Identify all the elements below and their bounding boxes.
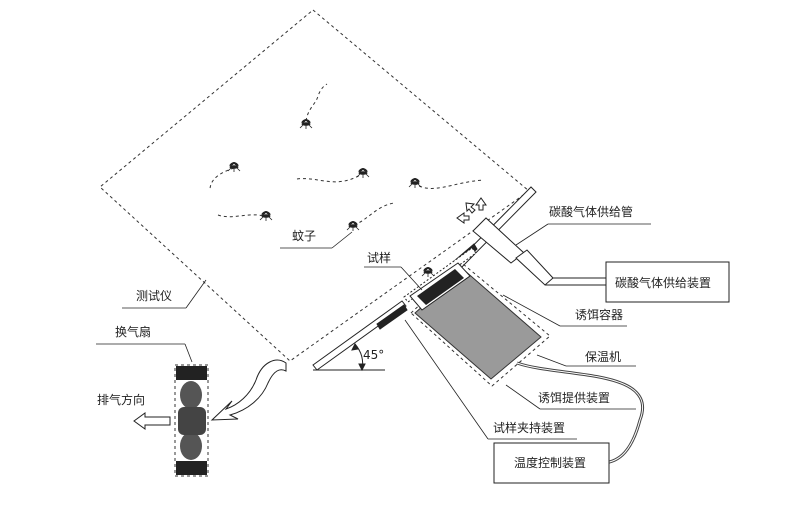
co2-flow-arrows	[456, 197, 487, 224]
bait-container-inner	[417, 269, 464, 305]
fan-label: 换气扇	[115, 324, 151, 339]
co2-pipe-label: 碳酸气体供给管	[549, 204, 633, 219]
mosquito-flight-paths	[209, 83, 485, 226]
leader-lines	[96, 223, 651, 440]
tester-chamber	[99, 9, 530, 362]
mosquito-icon	[299, 117, 313, 130]
warmer-label: 保温机	[585, 350, 621, 364]
arrow-left-icon	[133, 412, 171, 430]
mosquito-label: 蚊子	[292, 228, 316, 243]
tester-label: 测试仪	[136, 288, 172, 303]
temp-control-label: 温度控制装置	[514, 455, 586, 470]
co2-device-label: 碳酸气体供给装置	[615, 275, 711, 290]
sample-holder-label: 试样夹持装置	[493, 420, 565, 435]
bait-container-label: 诱饵容器	[575, 307, 623, 322]
fan-icon	[174, 364, 209, 477]
mosquito-icon	[421, 265, 435, 278]
co2-device-box	[605, 261, 730, 303]
bait-device-label: 诱饵提供装置	[538, 390, 610, 405]
exhaust-label: 排气方向	[97, 392, 145, 407]
curved-arrow-icon	[210, 359, 287, 421]
angle-indicator	[313, 342, 385, 372]
temp-control-box	[493, 442, 610, 484]
mosquitoes	[227, 117, 435, 278]
mosquito-icon	[346, 219, 360, 232]
mosquito-icon	[259, 209, 273, 222]
angle-label: 45°	[363, 348, 384, 362]
sample-label: 试样	[367, 250, 391, 265]
mosquito-icon	[227, 160, 241, 173]
co2-pipe	[472, 217, 606, 286]
